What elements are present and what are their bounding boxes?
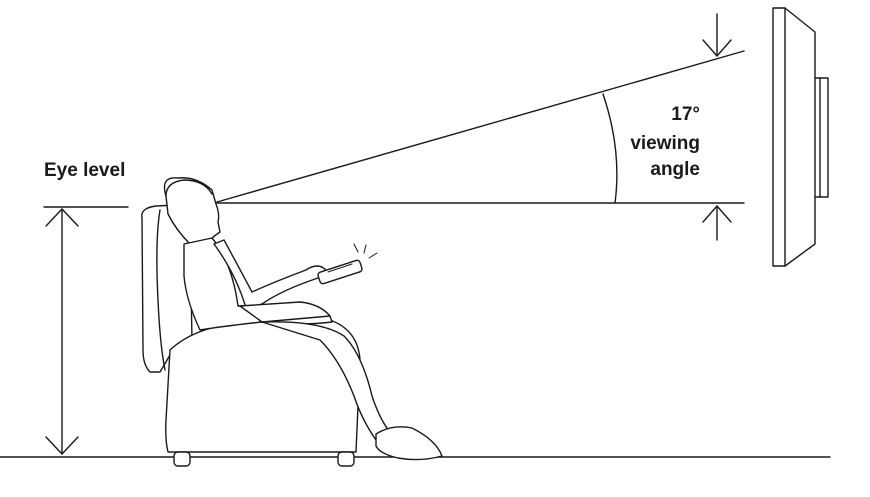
angle-arc [602, 93, 618, 204]
tv-icon [772, 7, 829, 267]
angle-caption-line1: viewing [630, 133, 700, 154]
sight-line-upper [216, 50, 745, 203]
angle-value-label: 17° [671, 104, 700, 125]
eye-level-label: Eye level [44, 160, 126, 181]
eye-height-arrow [45, 208, 79, 455]
remote-control-icon [317, 259, 363, 285]
down-arrow-icon [702, 13, 732, 57]
signal-burst-icon [353, 243, 378, 259]
person-icon [163, 177, 443, 461]
angle-caption-line2: angle [650, 159, 700, 180]
up-arrow-icon [702, 205, 732, 241]
